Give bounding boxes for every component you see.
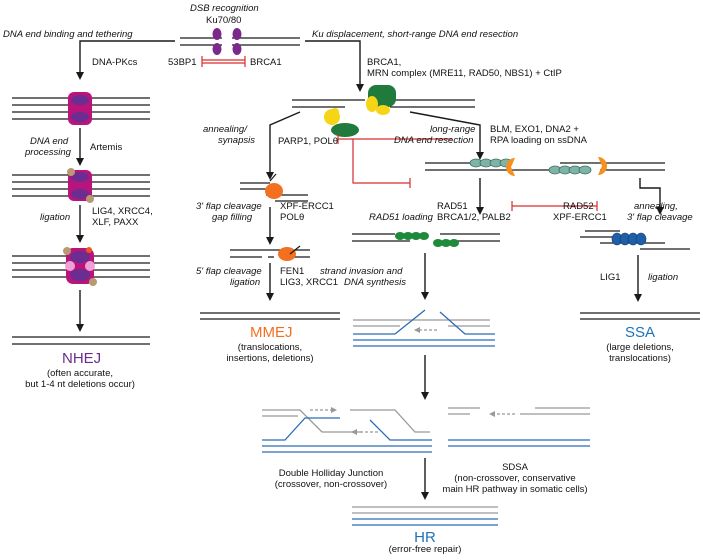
label-hr-note: (error-free repair) — [388, 544, 462, 555]
label-fen1-1: FEN1 — [280, 266, 305, 277]
label-sdsa-2: (non-crossover, conservative — [454, 473, 576, 484]
resection-split-arrows — [476, 178, 664, 215]
label-long-range-1: long-range — [430, 124, 476, 135]
mmej-dna-2 — [230, 249, 310, 258]
label-xpf-1: XPF-ERCC1 — [280, 201, 334, 212]
label-lig4-2: XLF, PAXX — [92, 217, 139, 228]
label-parp1-polq: PARP1, POLθ — [278, 136, 339, 147]
label-ssa: SSA — [625, 324, 656, 341]
artemis-complex — [67, 168, 94, 203]
label-annealing-ssa-2: 3' flap cleavage — [627, 212, 693, 223]
label-ssa-note-1: (large deletions, — [606, 342, 674, 353]
label-annealing-ssa-1: annealing, — [634, 201, 678, 212]
label-strand-inv-1: strand invasion and — [320, 266, 403, 277]
label-dna-pkcs: DNA-PKcs — [92, 57, 138, 68]
label-flap5-1: 5' flap cleavage — [196, 266, 262, 277]
rad51-proteins — [395, 232, 459, 247]
resected-dna — [292, 99, 475, 108]
label-artemis: Artemis — [90, 142, 123, 153]
mrn-ctip-complex — [366, 85, 396, 115]
label-fen1-2: LIG3, XRCC1 — [280, 277, 339, 288]
rad51-filament-dna — [352, 233, 500, 242]
label-flap5-2: ligation — [230, 277, 261, 288]
label-dna-end-binding: DNA end binding and tethering — [3, 29, 133, 40]
label-blm-1: BLM, EXO1, DNA2 + — [490, 124, 579, 135]
label-rad51-1: RAD51 — [437, 201, 468, 212]
label-dhj-1: Double Holliday Junction — [278, 468, 384, 479]
label-lig4-1: LIG4, XRCC4, — [92, 206, 153, 217]
label-flap3-2: gap filling — [212, 212, 253, 223]
label-dna-end-processing-1: DNA end — [30, 136, 69, 147]
label-53bp1: 53BP1 — [168, 57, 197, 68]
polq-annealing — [265, 173, 283, 199]
label-mmej-note-1: (translocations, — [237, 342, 303, 353]
label-strand-inv-2: DNA synthesis — [344, 277, 406, 288]
label-mmej: MMEJ — [250, 324, 293, 341]
label-flap3-1: 3' flap cleavage — [196, 201, 262, 212]
label-annealing-2: synapsis — [218, 135, 255, 146]
ssa-product-dna — [580, 312, 700, 320]
label-dhj-2: (crossover, non-crossover) — [274, 479, 388, 490]
label-ligation-ssa: ligation — [648, 272, 679, 283]
label-nhej: NHEJ — [62, 350, 102, 367]
label-ku-displacement: Ku displacement, short-range DNA end res… — [312, 29, 519, 40]
strand-invasion-dloop — [353, 309, 495, 347]
ku70-80-protein — [212, 28, 242, 55]
top-dsb-dna — [180, 37, 300, 46]
label-nhej-note-2: but 1-4 nt deletions occur) — [25, 379, 135, 390]
label-brca1-inh: BRCA1 — [250, 57, 282, 68]
double-holliday-junction — [262, 407, 432, 453]
resection-branch-arrows — [266, 111, 484, 180]
rpa-proteins — [469, 158, 592, 175]
label-mmej-note-2: insertions, deletions) — [226, 353, 314, 364]
label-annealing-1: annealing/ — [203, 124, 247, 135]
label-sdsa-3: main HR pathway in somatic cells) — [442, 484, 588, 495]
label-lig1: LIG1 — [600, 272, 621, 283]
rad51-rad52-inhibition — [511, 201, 598, 211]
dna-pkcs-complex — [68, 92, 92, 125]
label-ssa-note-2: translocations) — [609, 353, 671, 364]
label-xpf-2: POLθ — [280, 212, 305, 223]
label-brca1-mrn-2: MRN complex (MRE11, RAD50, NBS1) + CtIP — [367, 68, 562, 79]
long-range-resection-dna — [425, 162, 665, 171]
nhej-product-dna — [12, 336, 150, 345]
label-dsb-recognition: DSB recognition — [190, 3, 259, 14]
hr-product-dna — [352, 506, 498, 526]
bp53-brca1-inhibition — [201, 56, 246, 67]
label-ku7080: Ku70/80 — [206, 15, 242, 26]
mmej-product-dna — [200, 312, 340, 320]
sdsa-intermediate — [448, 407, 590, 447]
label-nhej-note-1: (often accurate, — [46, 368, 113, 379]
label-ligation-nhej: ligation — [40, 212, 71, 223]
label-long-range-2: DNA end resection — [394, 135, 474, 146]
top-branch-arrows — [76, 40, 364, 92]
exo1-proteins — [506, 157, 607, 176]
label-sdsa-1: SDSA — [502, 462, 528, 473]
mmej-vs-resection-inhibition — [337, 134, 452, 188]
label-rad51-loading: RAD51 loading — [369, 212, 433, 223]
label-rad52-1: RAD52 — [563, 201, 594, 212]
lig4-complex — [63, 247, 97, 286]
label-blm-2: RPA loading on ssDNA — [490, 135, 587, 146]
label-rad52-2: XPF-ERCC1 — [553, 212, 607, 223]
label-rad51-2: BRCA1/2, PALB2 — [437, 212, 511, 223]
flap-cleavage-protein — [278, 245, 301, 261]
rad52-ring — [611, 232, 647, 246]
label-dna-end-processing-2: processing — [25, 147, 71, 158]
label-hr: HR — [414, 529, 436, 546]
parp1-polq-complex — [324, 108, 359, 137]
label-brca1-mrn-1: BRCA1, — [367, 57, 402, 68]
